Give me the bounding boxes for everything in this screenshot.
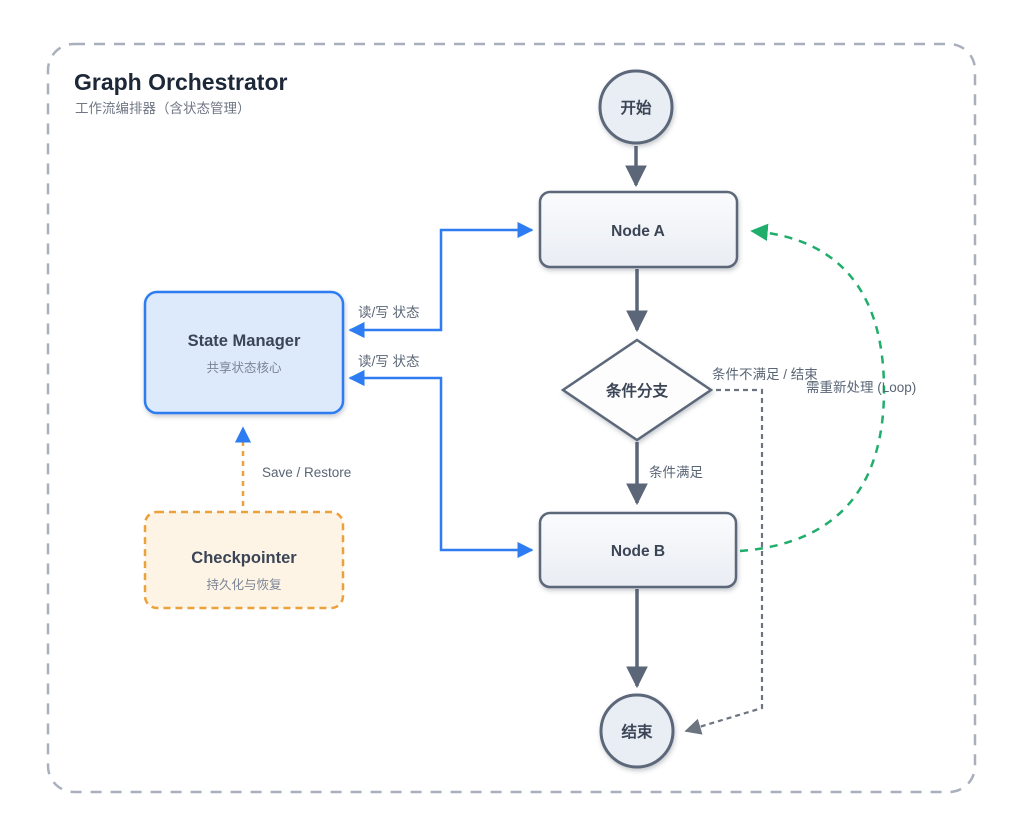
node-a-shape: [538, 190, 739, 269]
state-manager-title: State Manager: [188, 332, 301, 350]
end-node-shape: [599, 693, 675, 769]
state-manager-shape: [143, 290, 345, 415]
node-b-label: Node B: [611, 543, 665, 560]
checkpointer-title: Checkpointer: [191, 549, 297, 567]
edge-state-manager-node-b: [348, 369, 534, 559]
edge-label-loop: 需重新处理 (Loop): [806, 380, 916, 395]
edge-decision-to-end: [684, 388, 764, 735]
edge-label-save-restore: Save / Restore: [262, 465, 351, 480]
edge-loop-node-b-to-node-a: [739, 223, 886, 553]
edge-label-read-write-bottom: 读/写 状态: [358, 354, 420, 369]
edge-label-condition-met: 条件满足: [649, 464, 703, 480]
page-title: Graph Orchestrator: [74, 69, 287, 95]
start-node: 开始: [598, 69, 674, 145]
decision-node: 条件分支: [560, 338, 714, 442]
node-a: Node A: [538, 190, 739, 269]
diagram-outer-border: [46, 42, 977, 794]
decision-node-label: 条件分支: [605, 381, 669, 400]
state-manager-node: State Manager 共享状态核心: [143, 290, 345, 415]
node-a-label: Node A: [611, 223, 665, 240]
start-node-shape: [598, 69, 674, 145]
end-node-label: 结束: [620, 722, 653, 741]
page-subtitle: 工作流编排器（含状态管理）: [75, 101, 251, 116]
edge-label-read-write-top: 读/写 状态: [358, 305, 420, 320]
edge-label-condition-not-met: 条件不满足 / 结束: [712, 366, 818, 382]
state-manager-subtitle: 共享状态核心: [206, 360, 282, 375]
start-node-label: 开始: [620, 98, 652, 117]
checkpointer-node: Checkpointer 持久化与恢复: [143, 510, 345, 610]
edge-state-manager-node-a: [348, 221, 534, 339]
node-b-shape: [538, 511, 738, 589]
checkpointer-shape: [143, 510, 345, 610]
end-node: 结束: [599, 693, 675, 769]
checkpointer-subtitle: 持久化与恢复: [206, 577, 282, 592]
decision-node-shape: [560, 338, 714, 442]
node-b: Node B: [538, 511, 738, 589]
